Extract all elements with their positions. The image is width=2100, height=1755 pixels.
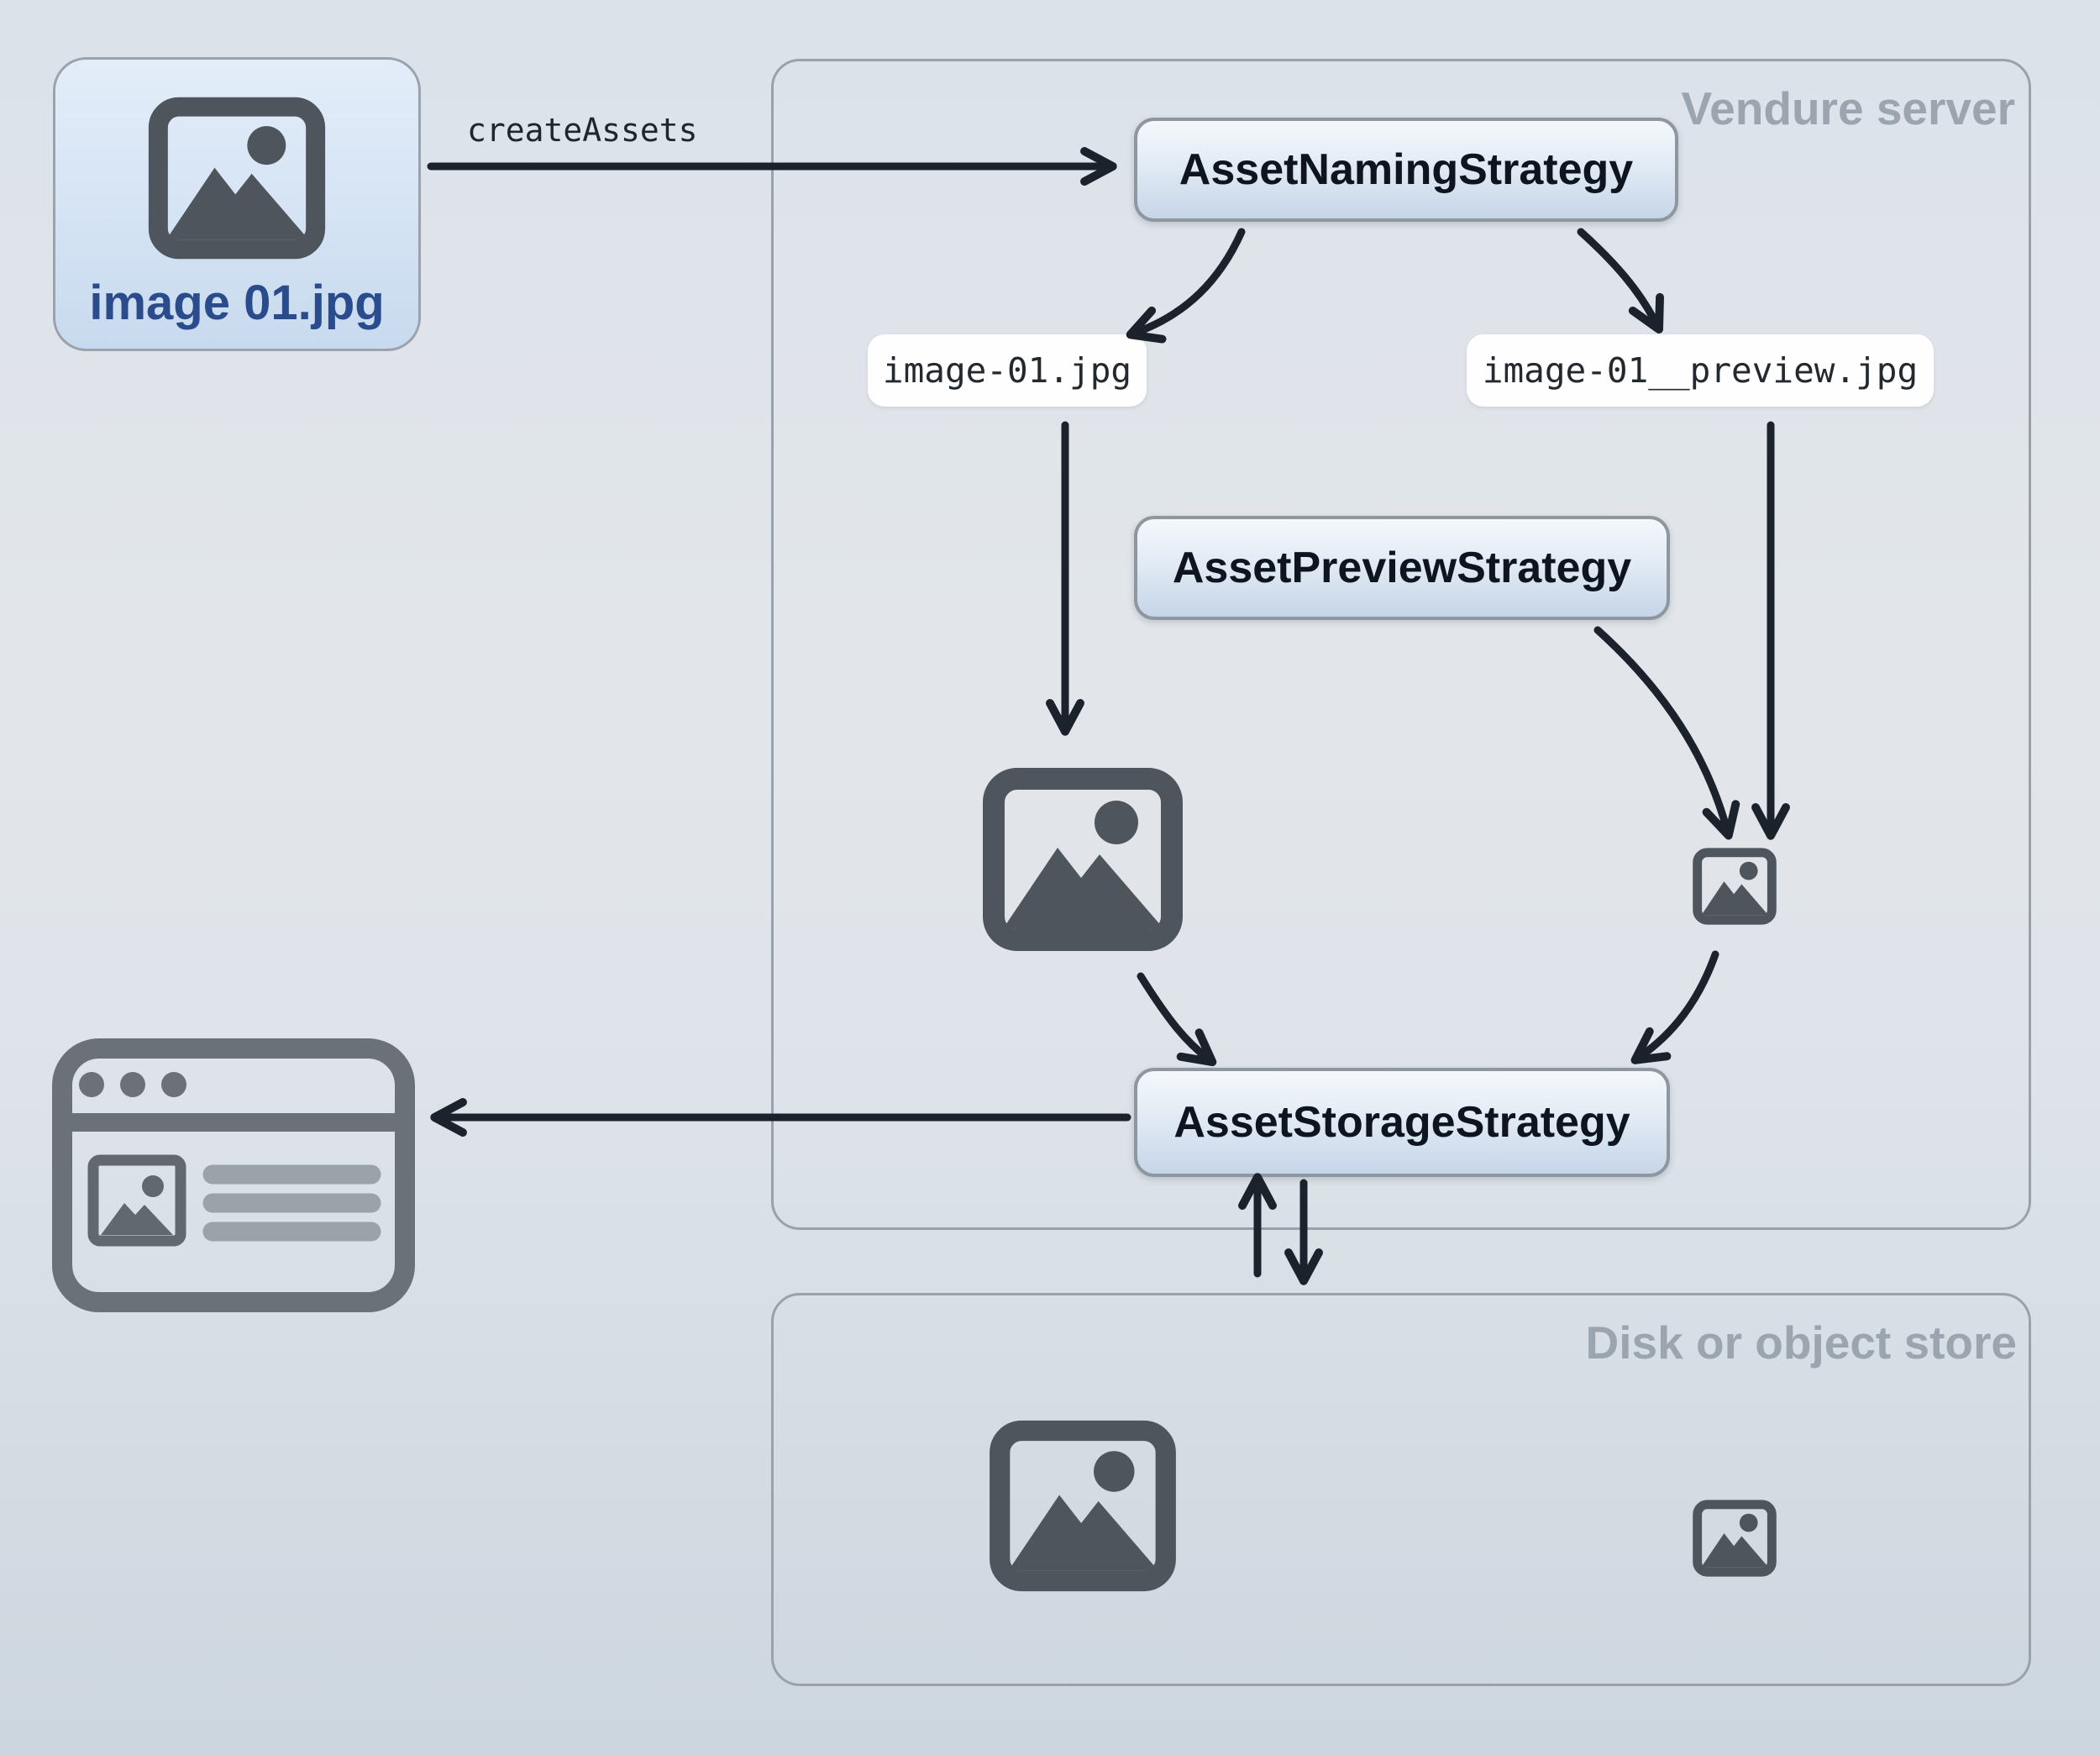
vendure-server-container: Vendure server: [771, 59, 2031, 1230]
image-icon-original-large: [982, 767, 1184, 952]
uploaded-file-box: image 01.jpg: [53, 57, 421, 351]
asset-preview-strategy-box: AssetPreviewStrategy: [1134, 516, 1670, 620]
asset-storage-strategy-box: AssetStorageStrategy: [1134, 1068, 1670, 1177]
disk-store-label: Disk or object store: [1585, 1316, 2017, 1369]
create-assets-label: createAssets: [467, 112, 698, 149]
image-icon-preview-small: [1691, 848, 1778, 925]
asset-storage-strategy-label: AssetStorageStrategy: [1173, 1098, 1630, 1147]
source-filename-pill: image-01.jpg: [868, 334, 1147, 407]
vendure-server-label: Vendure server: [1681, 82, 2015, 134]
asset-preview-strategy-label: AssetPreviewStrategy: [1172, 544, 1632, 592]
preview-filename-pill: image-01__preview.jpg: [1467, 334, 1934, 407]
image-icon-stored-large: [982, 1420, 1184, 1592]
image-icon-upload: [148, 93, 326, 263]
uploaded-filename: image 01.jpg: [89, 276, 385, 330]
preview-filename: image-01__preview.jpg: [1482, 350, 1919, 391]
browser-icon: [51, 1038, 416, 1313]
disk-store-container: Disk or object store: [771, 1293, 2031, 1686]
asset-naming-strategy-label: AssetNamingStrategy: [1179, 145, 1634, 194]
asset-naming-strategy-box: AssetNamingStrategy: [1134, 118, 1678, 222]
image-icon-stored-small: [1691, 1500, 1778, 1577]
source-filename: image-01.jpg: [882, 350, 1132, 391]
